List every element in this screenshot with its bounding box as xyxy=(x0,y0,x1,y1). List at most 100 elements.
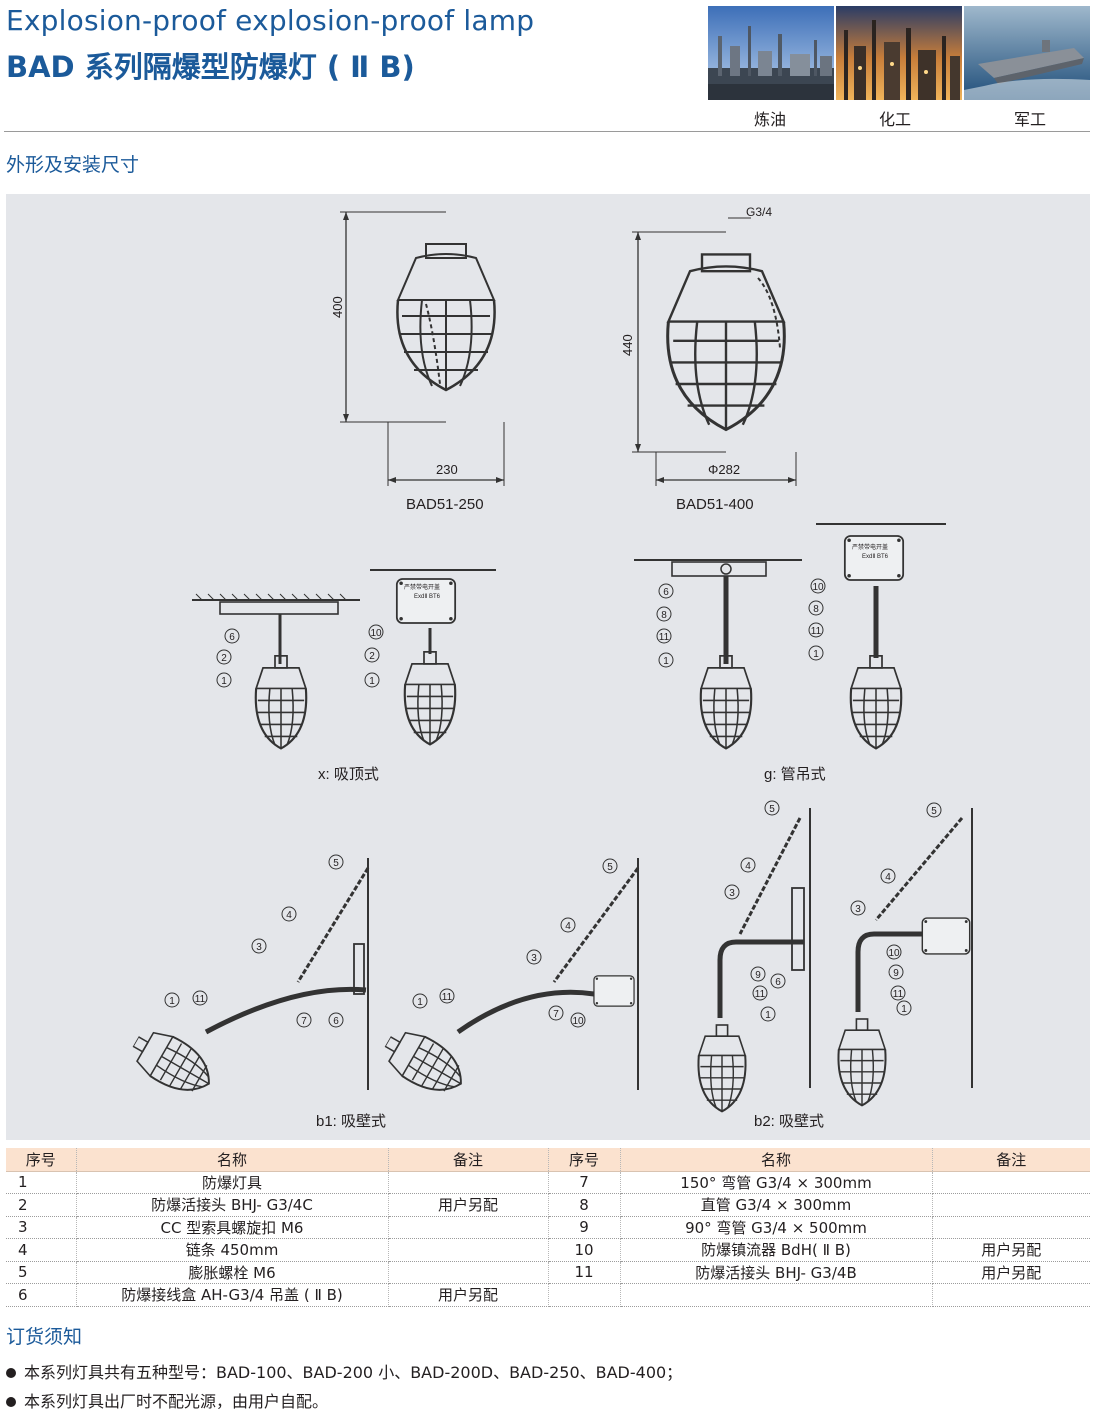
callouts-pipe-right: 10 8 11 1 xyxy=(808,578,826,661)
pipe-mount-drawing xyxy=(634,523,946,750)
photo-label-chemical: 化工 xyxy=(879,110,912,129)
cell-name: 90° 弯管 G3/4 × 500mm xyxy=(620,1216,933,1239)
caption-wall-b2: b2: 吸壁式 xyxy=(754,1113,824,1130)
table-row: 2 防爆活接头 BHJ- G3/4C 用户另配 8 直管 G3/4 × 300m… xyxy=(6,1193,1090,1217)
svg-text:11: 11 xyxy=(659,632,670,643)
callouts-ceiling-left: 6 2 1 xyxy=(216,628,240,688)
cell-remark: 用户另配 xyxy=(388,1283,549,1307)
svg-text:3: 3 xyxy=(256,942,262,953)
cell-remark: 用户另配 xyxy=(388,1193,549,1217)
installation-drawing: 400 230 BAD51-250 G3/4 440 Φ282 BAD51-40… xyxy=(6,194,1090,1140)
svg-text:1: 1 xyxy=(369,676,375,687)
cell-no: 5 xyxy=(6,1261,77,1284)
table-row: 1 防爆灯具 7 150° 弯管 G3/4 × 300mm xyxy=(6,1171,1090,1194)
cell-no: 6 xyxy=(6,1283,77,1307)
cell-no: 9 xyxy=(548,1216,621,1239)
application-photos xyxy=(708,6,1090,100)
cell-remark xyxy=(932,1216,1090,1239)
svg-text:10: 10 xyxy=(812,582,824,593)
cell-remark xyxy=(932,1193,1090,1217)
lamp-b-height-label: 440 xyxy=(620,334,635,356)
svg-text:10: 10 xyxy=(370,628,382,639)
svg-text:10: 10 xyxy=(888,948,900,959)
lamp-b-diameter-label: Φ282 xyxy=(708,462,740,477)
cell-no: 10 xyxy=(548,1238,621,1262)
cell-name: 膨胀螺栓 M6 xyxy=(76,1261,389,1284)
bullet-dot-icon xyxy=(6,1368,16,1378)
cell-no: 2 xyxy=(6,1193,77,1217)
table-row: 3 CC 型索具螺旋扣 M6 9 90° 弯管 G3/4 × 500mm xyxy=(6,1216,1090,1239)
callouts-wall-b1-left: 5 4 3 1 11 7 6 xyxy=(164,854,344,1028)
jbox-text-pipe-1: 严禁带电开盖 xyxy=(852,543,888,551)
svg-text:1: 1 xyxy=(901,1004,907,1015)
col-header-remark: 备注 xyxy=(388,1148,549,1172)
cell-remark xyxy=(932,1283,1090,1307)
ceiling-mount-drawing xyxy=(192,569,496,750)
callouts-ceiling-right: 10 2 1 xyxy=(364,624,384,688)
cell-no: 3 xyxy=(6,1216,77,1239)
cell-no: 4 xyxy=(6,1238,77,1262)
list-item: 本系列灯具出厂时不配光源，由用户自配。 xyxy=(6,1391,682,1420)
bullet-dot-icon xyxy=(6,1397,16,1407)
cell-remark: 用户另配 xyxy=(932,1261,1090,1284)
lamp-a-width-label: 230 xyxy=(436,462,458,477)
jbox-text-ceiling-2: ExdⅡ BT6 xyxy=(414,594,441,600)
cell-remark: 用户另配 xyxy=(932,1238,1090,1262)
cell-name: 防爆镇流器 BdH( Ⅱ B) xyxy=(620,1238,933,1262)
cell-remark xyxy=(388,1216,549,1239)
svg-text:6: 6 xyxy=(663,587,669,598)
caption-pipe: g: 管吊式 xyxy=(764,766,826,783)
parts-table: 序号 名称 备注 序号 名称 备注 1 防爆灯具 7 150° 弯管 G3/4 … xyxy=(6,1148,1090,1307)
col-header-no: 序号 xyxy=(6,1148,77,1172)
svg-text:11: 11 xyxy=(195,994,206,1005)
svg-text:3: 3 xyxy=(531,953,537,964)
svg-text:3: 3 xyxy=(855,904,861,915)
dimensions-heading: 外形及安装尺寸 xyxy=(6,154,140,176)
header-divider xyxy=(4,131,1090,132)
cell-name: 150° 弯管 G3/4 × 300mm xyxy=(620,1171,933,1194)
cell-remark xyxy=(388,1261,549,1284)
cell-remark xyxy=(932,1171,1090,1194)
svg-text:11: 11 xyxy=(811,626,822,637)
svg-text:3: 3 xyxy=(729,888,735,899)
svg-text:1: 1 xyxy=(765,1010,771,1021)
svg-text:6: 6 xyxy=(333,1016,339,1027)
table-row: 4 链条 450mm 10 防爆镇流器 BdH( Ⅱ B) 用户另配 xyxy=(6,1238,1090,1262)
callouts-pipe-left: 6 8 11 1 xyxy=(656,583,674,668)
table-row: 6 防爆接线盒 AH-G3/4 吊盖 ( Ⅱ B) 用户另配 xyxy=(6,1283,1090,1307)
svg-text:4: 4 xyxy=(286,910,292,921)
jbox-text-ceiling-1: 严禁带电开盖 xyxy=(404,583,440,591)
svg-text:11: 11 xyxy=(755,989,766,1000)
svg-text:5: 5 xyxy=(333,858,339,869)
title-english: Explosion-proof explosion-proof lamp xyxy=(6,4,535,37)
caption-wall-b1: b1: 吸壁式 xyxy=(316,1113,386,1130)
svg-text:9: 9 xyxy=(755,970,761,981)
list-item: 本系列灯具共有五种型号：BAD-100、BAD-200 小、BAD-200D、B… xyxy=(6,1362,682,1391)
svg-text:7: 7 xyxy=(553,1009,559,1020)
svg-text:1: 1 xyxy=(663,656,669,667)
cell-name: 链条 450mm xyxy=(76,1238,389,1262)
photo-label-military: 军工 xyxy=(1014,110,1047,129)
cell-name: 直管 G3/4 × 300mm xyxy=(620,1193,933,1217)
caption-ceiling: x: 吸顶式 xyxy=(318,766,379,783)
svg-text:6: 6 xyxy=(229,632,235,643)
col-header-name-2: 名称 xyxy=(620,1148,933,1172)
refinery-photo xyxy=(708,6,834,100)
lamp-a-height-label: 400 xyxy=(330,296,345,318)
svg-text:1: 1 xyxy=(813,649,819,660)
ordering-note-text: 本系列灯具出厂时不配光源，由用户自配。 xyxy=(24,1392,329,1411)
cell-name xyxy=(620,1283,933,1307)
ordering-note-text: 本系列灯具共有五种型号：BAD-100、BAD-200 小、BAD-200D、B… xyxy=(24,1363,683,1382)
wall-mount-b2-drawing xyxy=(697,808,973,1113)
cell-no: 1 xyxy=(6,1171,77,1194)
jbox-text-pipe-2: ExdⅡ BT6 xyxy=(862,554,889,560)
cell-remark xyxy=(388,1171,549,1194)
callouts-wall-b2-right: 5 4 3 10 9 11 1 xyxy=(850,802,942,1016)
table-row: 5 膨胀螺栓 M6 11 防爆活接头 BHJ- G3/4B 用户另配 xyxy=(6,1261,1090,1284)
lamp-bad51-400-drawing xyxy=(632,217,797,486)
svg-text:1: 1 xyxy=(221,676,227,687)
svg-text:9: 9 xyxy=(893,968,899,979)
cell-no: 8 xyxy=(548,1193,621,1217)
callouts-wall-b2-left: 5 4 3 9 6 11 1 xyxy=(724,800,786,1022)
cell-name: 防爆灯具 xyxy=(76,1171,389,1194)
